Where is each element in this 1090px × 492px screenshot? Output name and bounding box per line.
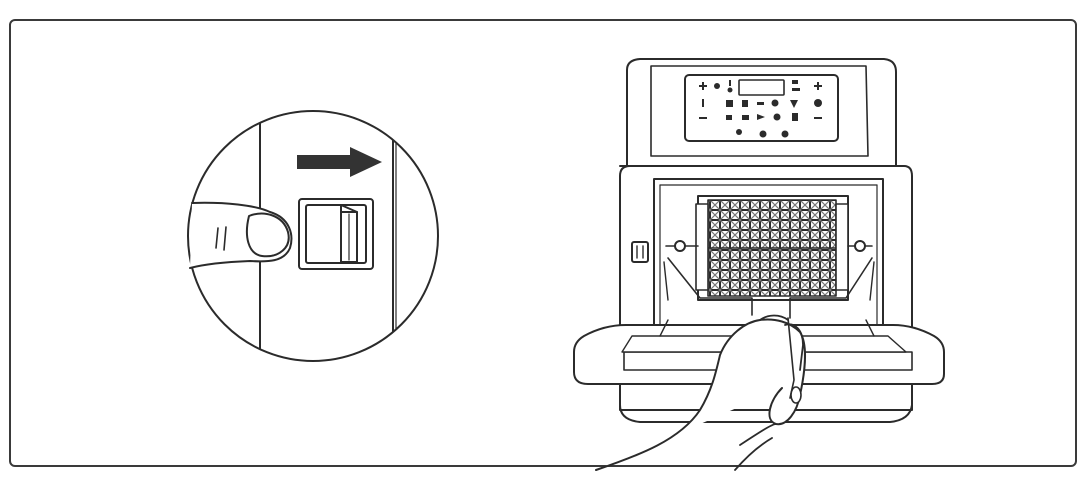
- rotisserie-basket-icon: [663, 195, 875, 319]
- inset-circle-outline: [187, 110, 439, 362]
- air-fryer-oven: [573, 58, 945, 471]
- control-panel-icons: [684, 74, 839, 142]
- hand-icon: [595, 314, 806, 471]
- finger-icon: [189, 201, 293, 269]
- oven-side-latch: [631, 241, 649, 263]
- arrow-right-icon: [297, 147, 382, 177]
- latch-icon: [298, 198, 374, 270]
- zoom-inset: [187, 110, 439, 362]
